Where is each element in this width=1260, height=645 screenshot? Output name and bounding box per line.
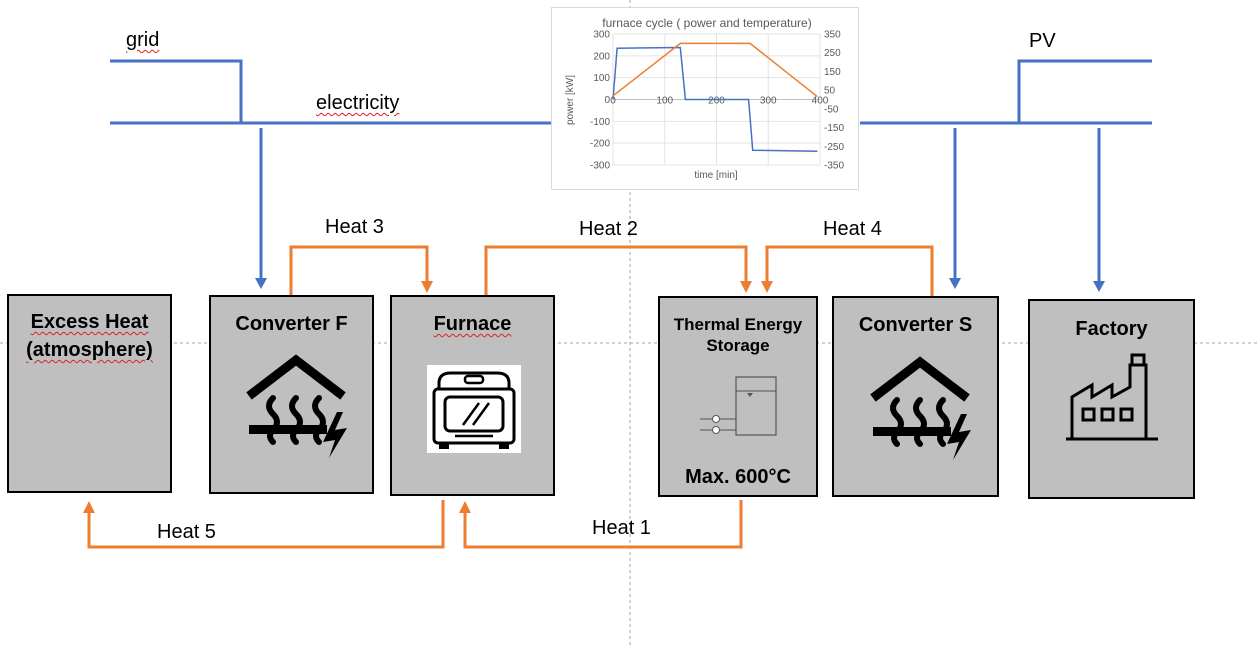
converter-f-box: Converter F [209, 295, 374, 494]
pv-label: PV [1029, 30, 1056, 52]
excess-heat-subtitle: (atmosphere) [26, 339, 153, 361]
pv-line [1017, 59, 1152, 123]
arrow-to-factory [1093, 281, 1105, 292]
chart-ytick-label: 0 [604, 95, 610, 106]
grid-line [110, 59, 243, 123]
tes-subtitle: Storage [706, 336, 770, 355]
power-series-line [612, 46, 818, 152]
heat2-line [484, 245, 748, 296]
excess-heat-title: Excess Heat [30, 311, 149, 333]
arrow-to-converter-s [949, 278, 961, 289]
tes-title: Thermal Energy [673, 315, 803, 334]
heat3-label: Heat 3 [325, 216, 384, 238]
heat5-label: Heat 5 [157, 521, 216, 543]
furnace-box: Furnace [390, 295, 555, 496]
heat1-label: Heat 1 [592, 517, 651, 539]
chart-ytick-label: -100 [590, 117, 610, 128]
heat2-label: Heat 2 [579, 218, 638, 240]
chart-xtick-label: 400 [812, 96, 829, 107]
chart-lines [612, 42, 818, 152]
furnace-cycle-chart: furnace cycle ( power and temperature) -… [551, 7, 859, 190]
chart-y2tick-label: -50 [824, 104, 839, 115]
chart-xtick-label: 100 [656, 96, 673, 107]
furnace-cycle-chart-svg: furnace cycle ( power and temperature) -… [565, 16, 844, 181]
chart-ytick-label: -200 [590, 139, 610, 150]
tes-box: Thermal Energy Storage Max. 600°C [658, 296, 818, 497]
chart-ytick-label: 200 [593, 51, 610, 62]
chart-y2tick-label: 250 [824, 48, 841, 59]
chart-y2tick-label: -150 [824, 123, 844, 134]
chart-y2tick-label: 150 [824, 67, 841, 78]
heat5-line [87, 500, 445, 549]
heat1-arrow [459, 501, 471, 513]
chart-xtick-label: 300 [760, 96, 777, 107]
chart-y2tick-label: -250 [824, 142, 844, 153]
heat3-arrow [421, 281, 433, 293]
converter-s-box: Converter S [832, 296, 999, 497]
chart-xtick-label: 0 [610, 96, 616, 107]
chart-ytick-label: -300 [590, 161, 610, 172]
heat-pump-icon [246, 354, 347, 458]
grid-label: grid [126, 29, 160, 51]
chart-ylabel: power [kW] [565, 75, 576, 125]
heat5-arrow [83, 501, 95, 513]
factory-icon [1066, 353, 1158, 441]
chart-ytick-label: 100 [593, 73, 610, 84]
chart-y2tick-label: 50 [824, 86, 836, 97]
heat3-line [289, 245, 429, 296]
heat4-line [765, 245, 934, 296]
heat2-arrow [740, 281, 752, 293]
oven-icon [427, 365, 521, 453]
converter-s-title: Converter S [858, 314, 973, 336]
tes-max-temperature: Max. 600°C [685, 466, 791, 488]
arrow-to-converter-f [255, 278, 267, 289]
converter-f-title: Converter F [235, 313, 348, 335]
temperature-series-line [612, 42, 818, 98]
furnace-title: Furnace [433, 313, 512, 335]
chart-title: furnace cycle ( power and temperature) [602, 16, 811, 30]
electricity-label: electricity [316, 92, 400, 114]
factory-box: Factory [1028, 299, 1195, 499]
heat1-line [463, 500, 743, 549]
chart-xlabel: time [min] [694, 170, 738, 181]
chart-ytick-label: 300 [593, 30, 610, 41]
excess-heat-box: Excess Heat (atmosphere) [7, 294, 172, 493]
heat-pump-icon [870, 356, 971, 460]
chart-y2tick-label: 350 [824, 30, 841, 41]
chart-xtick-label: 200 [708, 96, 725, 107]
heat4-label: Heat 4 [823, 218, 882, 240]
factory-title: Factory [1075, 318, 1148, 340]
chart-y2tick-label: -350 [824, 161, 844, 172]
heat4-arrow [761, 281, 773, 293]
storage-tank-icon [700, 376, 777, 436]
